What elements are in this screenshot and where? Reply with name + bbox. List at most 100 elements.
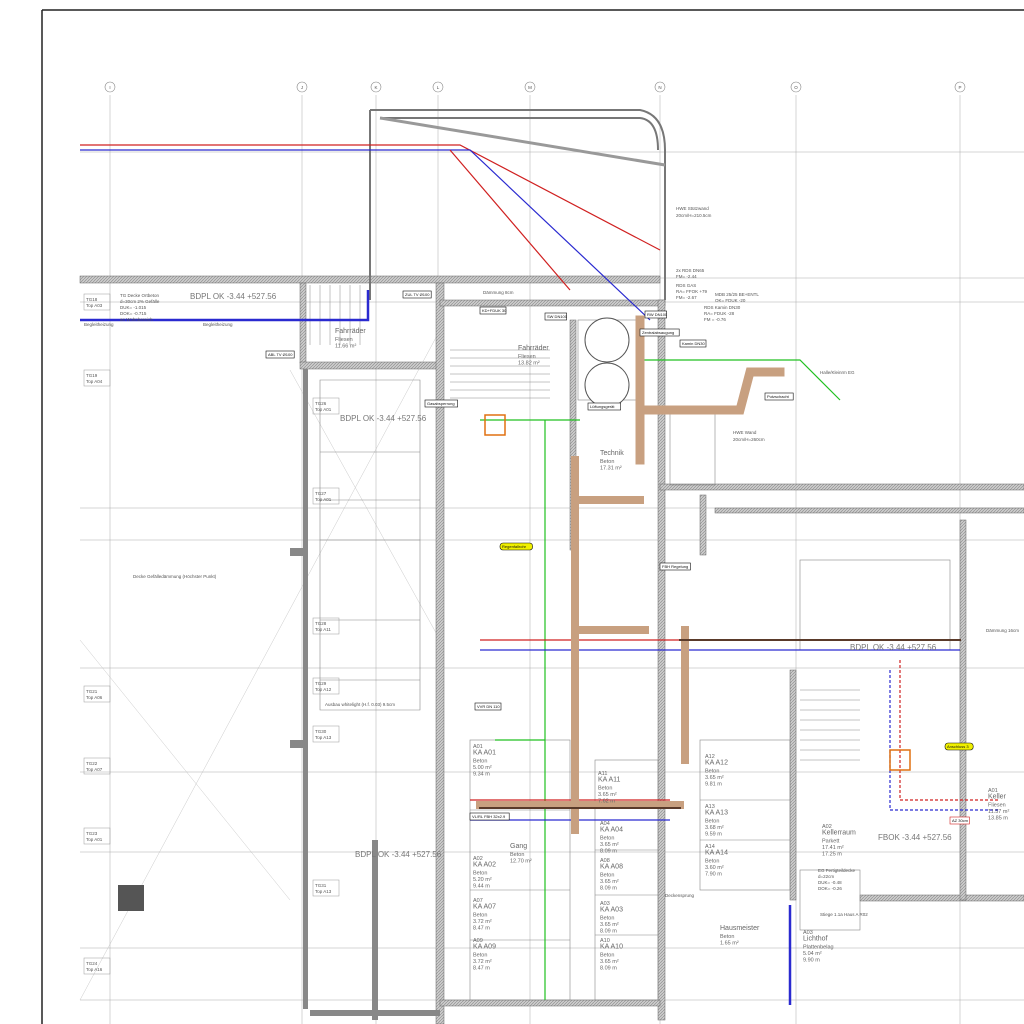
room-id: A04 <box>600 821 610 827</box>
room-floor: Fliesen <box>335 337 353 343</box>
room-id: A14 <box>705 844 715 850</box>
side-text: Begleitheizung <box>84 322 114 327</box>
top-label: Top A03 <box>86 303 103 308</box>
tag-box <box>644 310 667 319</box>
note-text: 20cm/H=260cm <box>733 437 765 442</box>
equipment-tag: Regenfallrohr <box>502 544 527 549</box>
room-perimeter: 8.09 m <box>600 929 617 935</box>
tag-box <box>424 399 458 408</box>
room-perimeter: 7.90 m <box>705 872 722 878</box>
room-area: 3.65 m² <box>600 922 619 928</box>
note-text: RDS GAS <box>676 283 696 288</box>
room-area: 5.04 m² <box>803 951 822 957</box>
tag-box <box>679 339 707 348</box>
top-label: TG30 <box>315 729 327 734</box>
tag-box <box>469 812 510 821</box>
room-area: 3.60 m² <box>705 865 724 871</box>
top-label: TG26 <box>315 401 327 406</box>
room-floor: Beton <box>473 913 487 919</box>
equipment-tag: Gasabsperrung <box>427 401 455 406</box>
note-text: Decke Gefälledämmung (Höchster Punkt) <box>133 574 217 579</box>
top-label: Top A07 <box>86 767 103 772</box>
equipment-tag: Lüftungsgerät <box>590 404 615 409</box>
top-label-box <box>312 617 340 635</box>
room-id: A08 <box>600 858 610 864</box>
room-floor: Beton <box>473 759 487 765</box>
equipment-tag: SW DN100 <box>547 314 568 319</box>
room-area: 3.72 m² <box>473 959 492 965</box>
grid-bubble <box>370 81 382 93</box>
room-name: KA A04 <box>600 827 623 834</box>
top-label: TG24 <box>86 961 98 966</box>
equipment-tag: ABL TV Ø100 <box>268 352 293 357</box>
room-id: A10 <box>600 938 610 944</box>
note-text: DUK= -1.015 <box>120 305 147 310</box>
room-name: KA A08 <box>600 864 623 871</box>
room-area: 17.41 m² <box>822 845 844 851</box>
grid-axis-label: K <box>374 85 377 90</box>
room-perimeter: 8.09 m <box>600 966 617 972</box>
room-id: A12 <box>705 754 715 760</box>
note-text: FM= -2.44 <box>676 274 697 279</box>
room-name: KA A01 <box>473 750 496 757</box>
room-perimeter: 8.09 m <box>600 886 617 892</box>
top-label: TG28 <box>315 621 327 626</box>
room-area: 5.00 m² <box>473 765 492 771</box>
room-name: KA A14 <box>705 850 728 857</box>
grid-axis-label: O <box>794 85 798 90</box>
room-id: A02 <box>473 856 483 862</box>
room-name: KA A02 <box>473 862 496 869</box>
staircases <box>309 285 860 761</box>
room-area: 3.65 m² <box>598 792 617 798</box>
room-id: A11 <box>598 771 607 777</box>
top-label: Top A12 <box>315 687 332 692</box>
grid-bubble <box>954 81 966 93</box>
equipment-tag: KD+FDUK 30 <box>482 308 507 313</box>
pipe-blue <box>80 149 651 321</box>
room-floor: Beton <box>600 873 614 879</box>
tag-box <box>639 328 680 337</box>
room-id: A13 <box>705 804 715 810</box>
room-floor: Beton <box>705 819 719 825</box>
room-area: 17.31 m² <box>600 466 622 472</box>
tag-box <box>764 392 794 401</box>
room-id: A09 <box>473 938 483 944</box>
room-floor: Beton <box>510 852 524 858</box>
room-area: 11.57 m² <box>988 809 1009 815</box>
room-area: 11.66 m² <box>335 344 356 350</box>
level-mark: BDPL OK -3.44 +527.56 <box>355 850 442 859</box>
equipment-tag: RW DN100 <box>647 312 668 317</box>
note-text: DOK= -0.26 <box>818 886 842 891</box>
top-label-box <box>312 397 340 415</box>
solid-walls <box>118 369 440 1020</box>
top-label: Top A16 <box>86 967 103 972</box>
room-perimeter: 17.25 m <box>822 852 842 858</box>
equipment-tag: Putzschacht <box>767 394 790 399</box>
room-name: Keller <box>988 794 1007 801</box>
room-name: Fahrräder <box>335 328 366 335</box>
note-text: an Wohnbereich <box>120 317 153 322</box>
room-floor: Parkett <box>822 839 840 845</box>
room-floor: Beton <box>473 871 487 877</box>
tag-box <box>265 350 295 359</box>
room-name: KA A13 <box>705 810 728 817</box>
top-label: Top A01 <box>315 497 332 502</box>
top-label-box <box>312 487 340 505</box>
top-label: TG29 <box>315 681 327 686</box>
room-floor: Fliesen <box>518 354 536 360</box>
top-label: Top A01 <box>86 837 103 842</box>
top-label-box <box>312 677 340 695</box>
grid-bubble <box>524 81 536 93</box>
room-floor: Beton <box>473 953 487 959</box>
room-perimeter: 8.47 m <box>473 966 490 972</box>
top-label-box <box>312 879 340 897</box>
room-name: Fahrräder <box>518 345 549 352</box>
note-text: d=30cm 2% Gefälle <box>120 299 160 304</box>
note-text: FM = -0.76 <box>704 317 726 322</box>
room-name: KA A03 <box>600 907 623 914</box>
grid-bubble <box>432 81 444 93</box>
top-label-box <box>83 369 111 387</box>
